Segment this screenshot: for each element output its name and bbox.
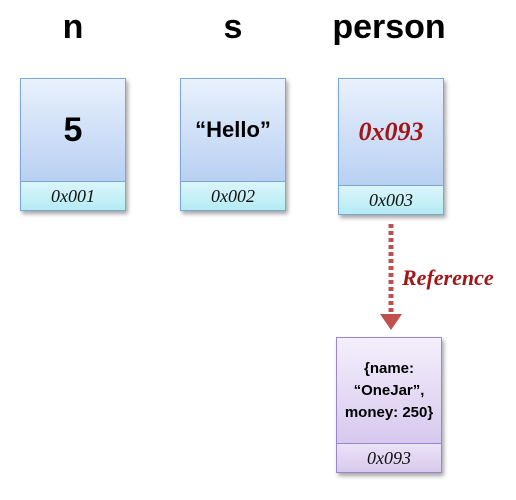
memory-cell-value: 5 bbox=[21, 79, 125, 181]
reference-label: Reference bbox=[402, 265, 494, 290]
heap-object-address: 0x093 bbox=[337, 443, 441, 472]
memory-address: 0x001 bbox=[21, 181, 125, 210]
variable-name-s: s bbox=[223, 8, 243, 46]
reference-value-text: 0x093 bbox=[358, 117, 424, 146]
value-text: “Hello” bbox=[195, 117, 271, 142]
memory-cell-person: 0x093 0x003 bbox=[338, 78, 444, 215]
value-text: 5 bbox=[63, 110, 83, 149]
heap-object: {name: “OneJar”, money: 250} 0x093 bbox=[336, 337, 442, 473]
object-line: {name: bbox=[363, 359, 415, 377]
object-line: money: 250} bbox=[344, 403, 434, 421]
object-line: “OneJar”, bbox=[353, 381, 425, 399]
memory-cell-n: 5 0x001 bbox=[20, 78, 126, 211]
reference-arrow bbox=[380, 224, 402, 330]
variable-name-person: person bbox=[332, 8, 446, 46]
memory-address: 0x003 bbox=[339, 185, 443, 214]
memory-address: 0x002 bbox=[181, 181, 285, 210]
variable-name-n: n bbox=[62, 8, 84, 46]
memory-cell-s: “Hello” 0x002 bbox=[180, 78, 286, 211]
memory-cell-value: 0x093 bbox=[339, 79, 443, 185]
heap-object-content: {name: “OneJar”, money: 250} bbox=[337, 338, 441, 443]
memory-cell-value: “Hello” bbox=[181, 79, 285, 181]
